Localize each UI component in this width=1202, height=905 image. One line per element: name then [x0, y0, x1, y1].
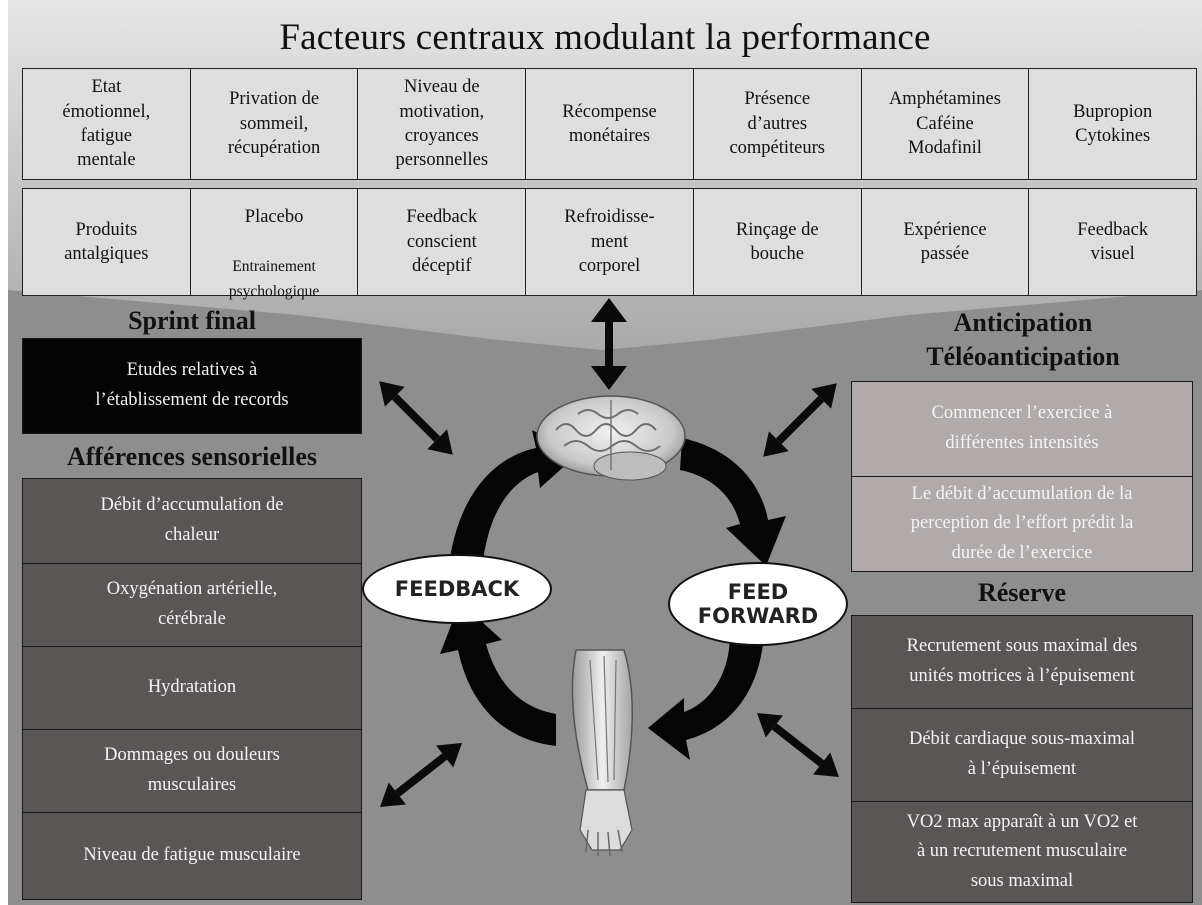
- anticipation-box: Le débit d’accumulation de la perception…: [851, 476, 1193, 572]
- feedback-label: FEEDBACK: [362, 554, 552, 624]
- reserve-heading: Réserve: [977, 578, 1067, 607]
- sprint-heading: Sprint final: [128, 306, 256, 335]
- factor-cell: Produits antalgiques: [23, 189, 191, 295]
- double-arrow-icon: [379, 381, 453, 455]
- page-title: Facteurs centraux modulant la performanc…: [279, 17, 931, 58]
- factor-sub-text: Entrainement psychologique: [228, 258, 320, 300]
- factor-cell: Privation de sommeil, récupération: [190, 69, 359, 179]
- double-arrow-icon: [380, 742, 462, 808]
- cycle-graphics: [379, 298, 839, 857]
- factor-cell: Etat émotionnel, fatigue mentale: [23, 69, 191, 179]
- factor-cell: Récompense monétaires: [526, 69, 694, 179]
- anticipation-heading: Anticipation Téléoanticipation: [926, 308, 1120, 371]
- feedforward-label: FEED FORWARD: [668, 562, 848, 646]
- factors-row-2: Produits antalgiques Placebo Entrainemen…: [22, 188, 1197, 300]
- sprint-box: Etudes relatives à l’établissement de re…: [22, 338, 362, 434]
- diagram-canvas: Facteurs centraux modulant la performanc…: [8, 0, 1202, 905]
- factor-cell: Bupropion Cytokines: [1029, 69, 1197, 179]
- double-arrow-icon: [591, 298, 627, 390]
- double-arrow-icon: [757, 712, 839, 778]
- factor-cell: Placebo Entrainement psychologique: [190, 189, 359, 300]
- reserve-box: Recrutement sous maximal des unités motr…: [851, 615, 1193, 709]
- arm-muscle-icon: [571, 649, 633, 857]
- reserve-box: Débit cardiaque sous-maximal à l’épuisem…: [851, 708, 1193, 802]
- factor-cell: Feedback visuel: [1029, 189, 1197, 295]
- factor-main-text: Placebo: [244, 207, 304, 228]
- factor-cell: Niveau de motivation, croyances personne…: [358, 69, 527, 179]
- factor-cell: Expérience passée: [861, 189, 1030, 295]
- afference-box: Débit d’accumulation de chaleur: [22, 478, 362, 564]
- factor-cell: Présence d’autres compétiteurs: [693, 69, 862, 179]
- factor-cell: Amphétamines Caféine Modafinil: [861, 69, 1030, 179]
- afferences-heading: Afférences sensorielles: [66, 442, 318, 471]
- brain-icon: [536, 395, 686, 481]
- double-arrow-icon: [763, 383, 837, 457]
- factor-cell: Refroidisse- ment corporel: [526, 189, 694, 295]
- reserve-box: VO2 max apparaît à un VO2 et à un recrut…: [851, 801, 1193, 903]
- factors-row-1: Etat émotionnel, fatigue mentale Privati…: [22, 68, 1197, 180]
- cycle-arrow-icon: [440, 430, 786, 760]
- factor-cell: Feedback conscient déceptif: [358, 189, 527, 295]
- afference-box: Niveau de fatigue musculaire: [22, 812, 362, 900]
- afference-box: Dommages ou douleurs musculaires: [22, 729, 362, 813]
- factor-cell: Rinçage de bouche: [693, 189, 862, 295]
